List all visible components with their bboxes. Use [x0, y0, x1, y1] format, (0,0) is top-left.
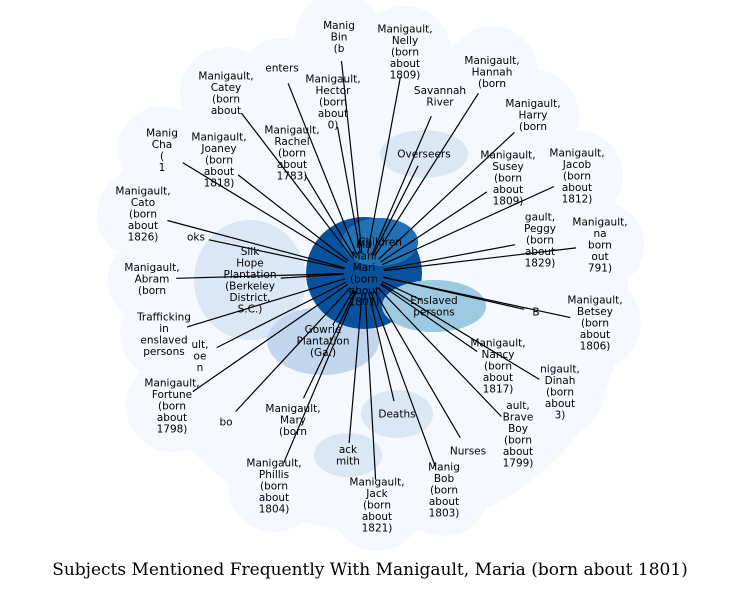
edge-cooks — [208, 239, 345, 270]
edge-manigault-tobo — [235, 287, 351, 412]
node-manigault-jack — [331, 459, 423, 551]
edge-manigault-catey — [240, 112, 353, 258]
label-manigault-abram: Manigault,Abram(born — [124, 262, 179, 297]
edge-manigault-jacob — [381, 185, 555, 266]
label-cooks: oks — [187, 232, 205, 244]
edge-manigault-nelly — [367, 76, 401, 254]
edge-manigault-phillis — [283, 291, 357, 463]
edge-manigault-jack — [364, 292, 377, 480]
edge-silk-hope — [280, 273, 345, 279]
label-manigault-hannah: Manigault,Hannah(born — [464, 55, 519, 90]
edge-jack-smith — [348, 292, 363, 443]
edge-manigault-nancy — [380, 283, 478, 353]
edge-children — [372, 253, 375, 256]
edge-manigault-charles — [182, 162, 348, 264]
graph-caption: Subjects Mentioned Frequently With Manig… — [52, 560, 688, 580]
outer-halo — [97, 0, 644, 551]
label-carpenters: enters — [265, 63, 298, 75]
edge-manigault-hannah — [374, 92, 479, 257]
edge-enslaved-persons — [381, 280, 422, 301]
label-manigault-tobo: bo — [219, 417, 232, 429]
node-manigault-rachel — [246, 107, 338, 199]
edge-manigault-hector — [336, 126, 361, 254]
node-jack-smith — [314, 433, 382, 477]
node-nurses — [434, 423, 502, 479]
node-manigault-joaney — [175, 116, 263, 204]
label-manigault-harry: Manigault,Harry(born — [505, 98, 560, 133]
edge-manigault-susey — [380, 191, 488, 263]
edge-overseers — [372, 165, 419, 256]
edge-savannah-river — [371, 115, 432, 255]
node-manigault-peggy — [494, 194, 586, 286]
node-savannah-river — [400, 56, 480, 136]
node-deaths — [361, 390, 433, 438]
edge-manigault-cato — [167, 219, 345, 269]
edge-manigault-rachel — [304, 174, 355, 257]
edge-manigault-abram — [176, 273, 345, 279]
edge-gowrie — [332, 289, 355, 326]
edge-manigault-mary — [302, 290, 356, 399]
edge-manigault-joaney — [237, 174, 349, 262]
edge-carpenters — [287, 83, 358, 255]
label-children: Children — [358, 237, 402, 249]
edge-manigault-dinah — [380, 282, 540, 380]
edge-manigault-bob — [370, 291, 436, 467]
edge-manigault-fortune — [192, 283, 348, 393]
edge-nurses — [373, 289, 461, 439]
edge-manigault-tina — [383, 247, 577, 272]
edges — [167, 61, 577, 480]
edge-manigault-brave-boy — [377, 287, 502, 417]
label-nurses: Nurses — [450, 446, 486, 458]
edge-b-node — [383, 276, 525, 310]
label-manigault-mary: Manigault,Mary(born — [265, 403, 320, 438]
node-manigault-mary — [249, 376, 337, 464]
edge-manigault-bina — [340, 61, 363, 254]
node-b-node — [510, 290, 562, 334]
edge-manigault-harry — [378, 131, 515, 260]
label-overseers: Overseers — [397, 149, 450, 161]
node-overseers — [380, 130, 468, 178]
label-deaths: Deaths — [378, 409, 415, 421]
label-b-node: B — [532, 307, 539, 319]
node-manigault-betsey — [549, 277, 641, 369]
node-manigault-tobo — [196, 396, 256, 448]
edge-deaths — [368, 292, 395, 402]
edge-trafficking — [186, 278, 346, 328]
edge-manigault-peggy — [383, 244, 516, 270]
edge-manigault-joe — [216, 281, 347, 349]
